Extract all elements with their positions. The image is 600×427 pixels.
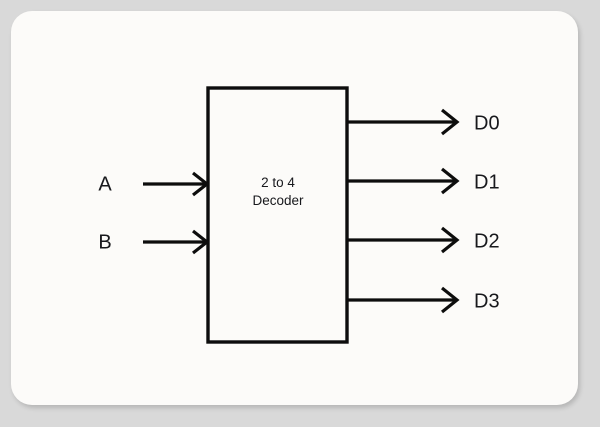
output-arrowhead-d1 (441, 167, 460, 195)
diagram-card (11, 11, 578, 405)
output-arrowhead-d3 (441, 286, 460, 314)
input-arrowhead-b (192, 229, 210, 255)
input-label-b: B (98, 231, 111, 253)
input-arrowhead-a (192, 171, 210, 197)
output-label-d2: D2 (474, 230, 500, 252)
output-arrowhead-d0 (441, 108, 460, 136)
decoder-block-rect (206, 86, 349, 344)
decoder-block-label-line2: Decoder (252, 193, 304, 208)
output-label-d1: D1 (474, 171, 500, 193)
output-arrowhead-d2 (441, 226, 460, 254)
input-label-a: A (98, 173, 112, 195)
decoder-block-label-line1: 2 to 4 (261, 175, 295, 190)
output-label-d0: D0 (474, 112, 500, 134)
output-label-d3: D3 (474, 290, 500, 312)
